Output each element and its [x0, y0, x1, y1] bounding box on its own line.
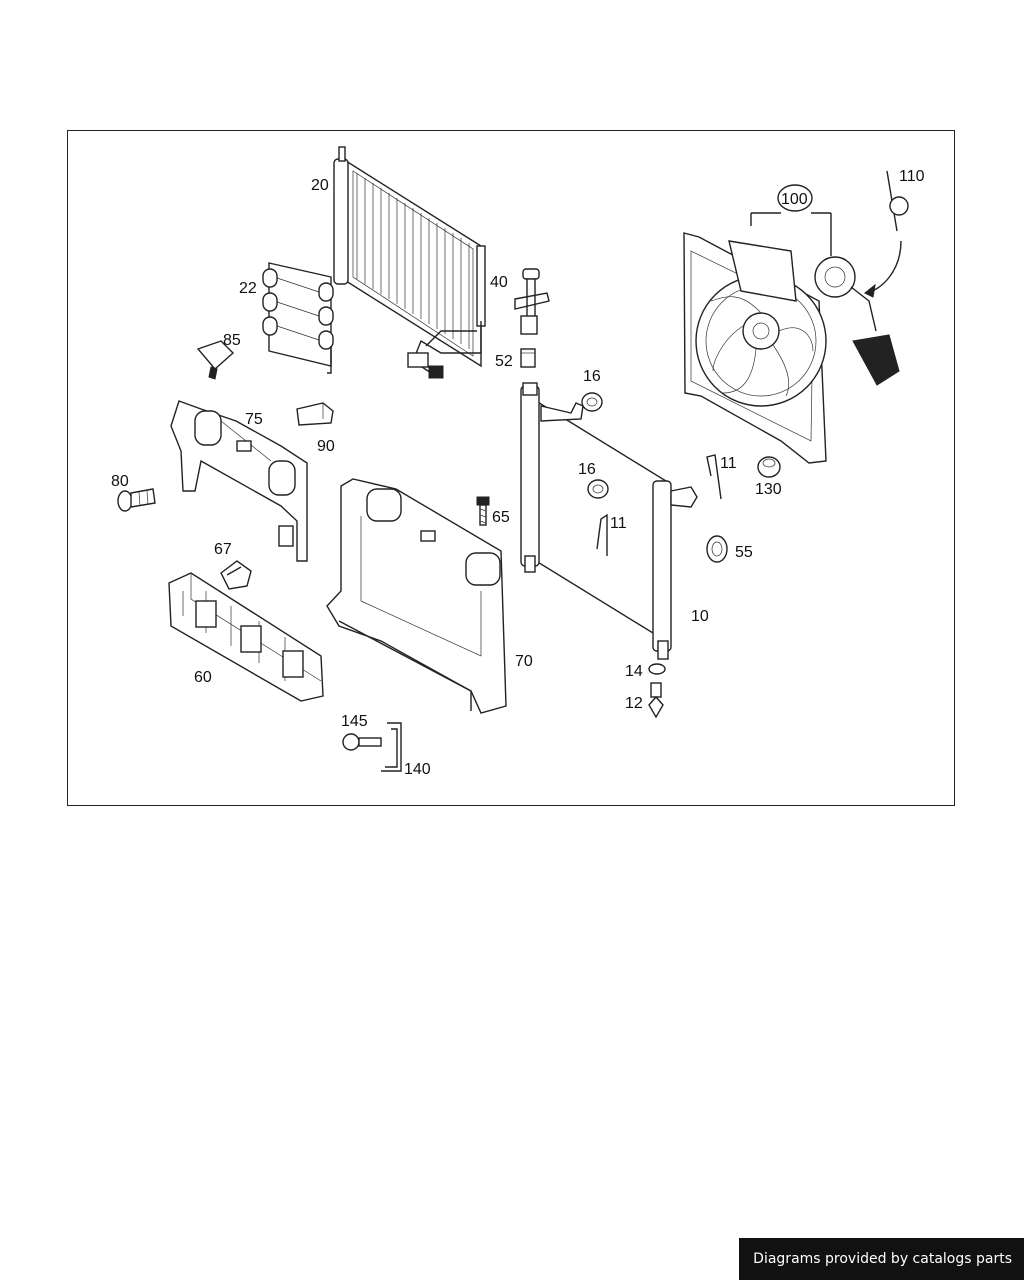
part-16-grommet-lower: [587, 479, 609, 499]
callout-90: 90: [317, 438, 335, 455]
parts-diagram-frame: 20 22 85 40 52 75 90 80 67 60 65 70 145 …: [67, 130, 955, 806]
callout-100-ring: [777, 184, 813, 212]
part-130-cap: [757, 456, 781, 478]
part-110-sensor: [864, 170, 909, 298]
callout-100: 100: [781, 191, 808, 208]
part-16-grommet-upper: [581, 392, 603, 412]
callout-labels: 20 22 85 40 52 75 90 80 67 60 65 70 145 …: [111, 168, 925, 778]
part-52-block: [520, 348, 536, 368]
callout-65: 65: [492, 509, 510, 526]
part-10-radiator: [520, 382, 698, 660]
callout-85: 85: [223, 332, 241, 349]
part-65-bolt: [476, 496, 490, 526]
parts-diagram: 20 22 85 40 52 75 90 80 67 60 65 70 145 …: [111, 146, 925, 778]
callout-12: 12: [625, 695, 643, 712]
part-75-support: [170, 400, 308, 562]
part-140-bracket: [381, 722, 402, 772]
callout-110: 110: [899, 168, 925, 185]
callout-140: 140: [404, 761, 431, 778]
callout-14: 14: [625, 663, 643, 680]
callout-40: 40: [490, 274, 508, 291]
callout-80: 80: [111, 473, 129, 490]
part-20-condenser: [333, 146, 486, 379]
part-80-push-pin: [117, 488, 156, 512]
part-55-damper: [706, 535, 728, 563]
part-90-bracket: [296, 402, 334, 426]
part-145-bolt: [342, 733, 382, 751]
callout-22: 22: [239, 280, 257, 297]
part-12-drain-plug: [648, 682, 664, 719]
callout-20: 20: [311, 177, 329, 194]
callout-70: 70: [515, 653, 533, 670]
callout-145: 145: [341, 713, 368, 730]
callout-75: 75: [245, 411, 263, 428]
callout-16-lower: 16: [578, 461, 596, 478]
part-22-oil-cooler: [262, 262, 334, 374]
callout-130: 130: [755, 481, 782, 498]
part-85-clip: [196, 340, 235, 380]
part-60-air-duct: [168, 572, 324, 702]
attribution-text: Diagrams provided by catalogs parts: [753, 1251, 1012, 1267]
part-67-clip: [220, 560, 252, 590]
callout-55: 55: [735, 544, 753, 561]
part-11-hose-left: [596, 513, 608, 556]
callout-11-right: 11: [720, 455, 737, 472]
callout-11-left: 11: [610, 515, 627, 532]
part-100-fan-assembly: [683, 212, 900, 464]
callout-60: 60: [194, 669, 212, 686]
attribution-banner: Diagrams provided by catalogs parts: [739, 1238, 1024, 1280]
part-70-frame: [326, 478, 507, 714]
part-11-hose-right: [706, 454, 722, 500]
part-14-washer: [648, 663, 666, 675]
callout-10: 10: [691, 608, 709, 625]
callout-67: 67: [214, 541, 232, 558]
callout-52: 52: [495, 353, 513, 370]
part-40-valve: [514, 268, 550, 335]
callout-16-upper: 16: [583, 368, 601, 385]
